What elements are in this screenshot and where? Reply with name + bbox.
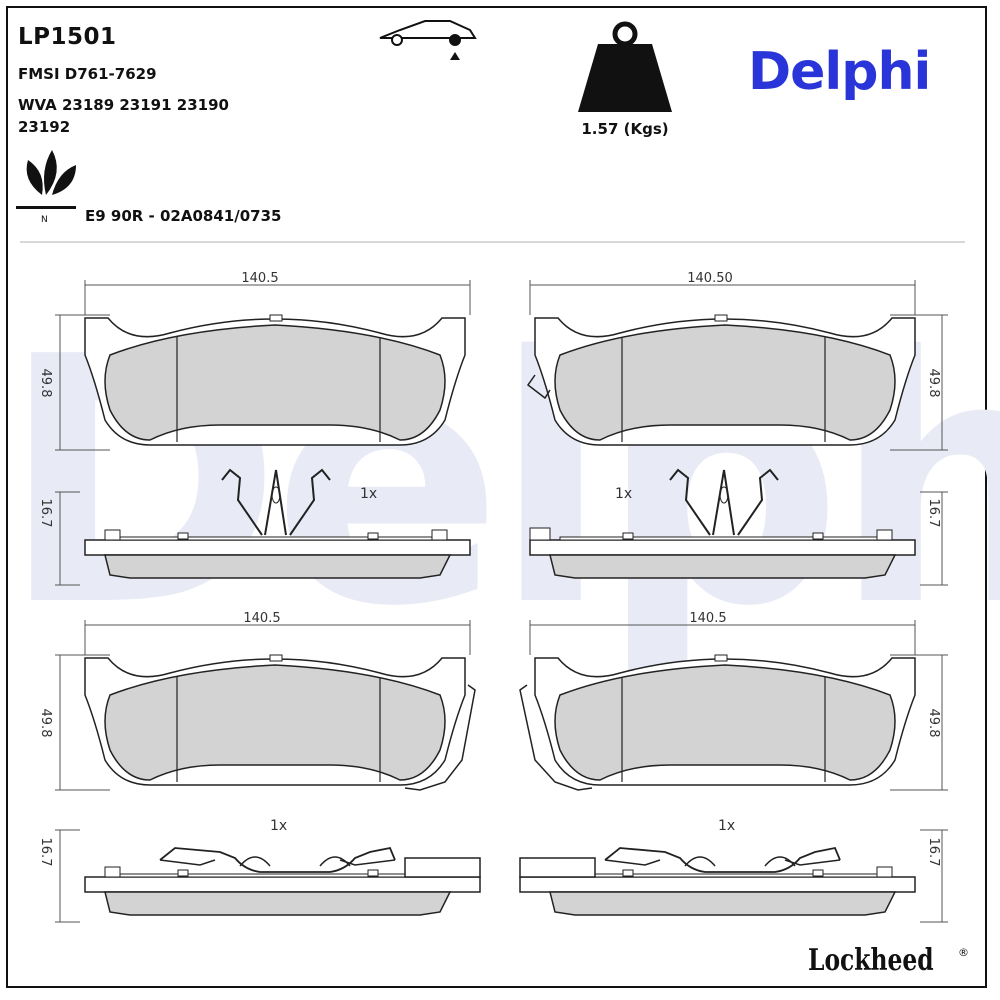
pad-3-thickness: 16.7 (38, 838, 53, 867)
pad-1-width: 140.5 (241, 271, 278, 286)
pad-4-width: 140.5 (689, 611, 726, 626)
sheet-border (6, 6, 987, 988)
pad-4-height: 49.8 (926, 709, 941, 738)
pad-3-height: 49.8 (38, 709, 53, 738)
pad-3-width: 140.5 (243, 611, 280, 626)
pad-1-front-view (55, 280, 471, 451)
pad-1-quantity: 1x (360, 486, 377, 502)
pad-4-front-view (519, 620, 948, 791)
weight-value: 1.57 (Kgs) (581, 120, 669, 138)
registered-mark: ® (958, 946, 969, 959)
weight-icon (578, 21, 672, 112)
pad-2-front-view (526, 280, 948, 451)
pad-2-width: 140.50 (687, 271, 733, 286)
pad-3-front-view (55, 620, 476, 791)
ece-approval: E9 90R - 02A0841/0735 (85, 207, 282, 225)
pad-1-side-view (55, 468, 471, 586)
pad-4-thickness: 16.7 (926, 838, 941, 867)
pad-2-height: 49.8 (926, 369, 941, 398)
brand-logo: Delphi (748, 42, 931, 102)
svg-text:N: N (41, 215, 48, 225)
pad-3-quantity: 1x (270, 818, 287, 834)
eco-leaf-icon: N (16, 150, 76, 225)
wva-codes-line-2: 23192 (18, 118, 71, 136)
pad-1-thickness: 16.7 (38, 499, 53, 528)
pad-2-quantity: 1x (615, 486, 632, 502)
footer-brand: Lockheed (808, 943, 934, 978)
pad-4-quantity: 1x (718, 818, 735, 834)
fmsi-code: FMSI D761-7629 (18, 65, 157, 83)
pad-1-height: 49.8 (38, 369, 53, 398)
pad-3-side-view (55, 829, 481, 923)
car-rear-axle-icon (379, 20, 477, 60)
pad-2-side-view (529, 468, 948, 586)
part-number: LP1501 (18, 24, 117, 50)
pad-4-side-view (519, 829, 948, 923)
wva-codes-line-1: WVA 23189 23191 23190 (18, 96, 229, 114)
pad-2-thickness: 16.7 (926, 499, 941, 528)
